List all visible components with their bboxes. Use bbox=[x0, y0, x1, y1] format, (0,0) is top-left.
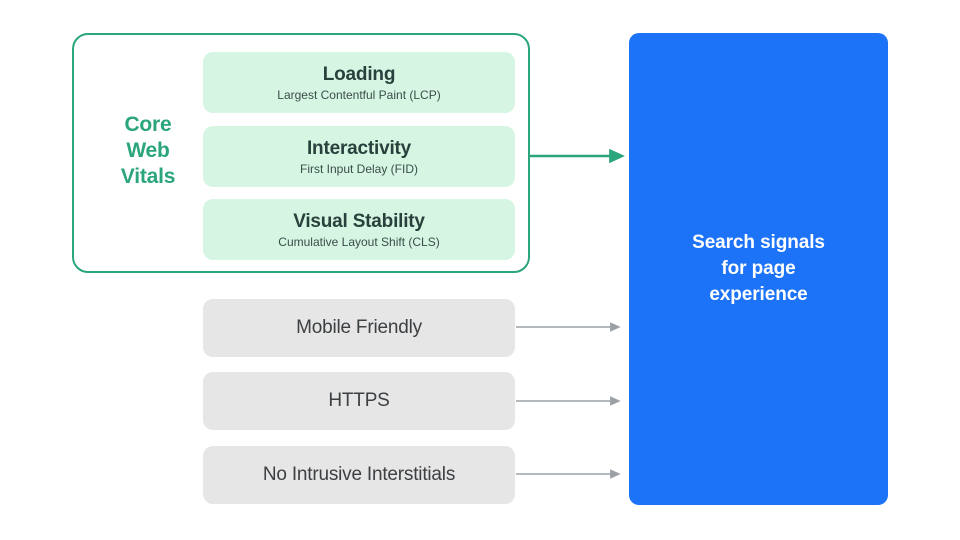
vital-title-interactivity: Interactivity bbox=[306, 137, 412, 159]
signal-label-https: HTTPS bbox=[328, 390, 390, 411]
signal-card-https[interactable]: HTTPS bbox=[203, 372, 515, 430]
signal-card-mobile-friendly[interactable]: Mobile Friendly bbox=[203, 299, 515, 357]
signal-card-no-intrusive-interstitials[interactable]: No Intrusive Interstitials bbox=[203, 446, 515, 504]
search-signals-text: Search signals for page experience bbox=[692, 232, 825, 305]
vital-title-loading: Loading bbox=[322, 63, 396, 85]
core-web-vitals-label: Core Web Vitals bbox=[100, 112, 196, 190]
vital-card-interactivity[interactable]: Interactivity First Input Delay (FID) bbox=[203, 126, 515, 187]
vital-subtitle-visual-stability: Cumulative Layout Shift (CLS) bbox=[278, 234, 440, 249]
core-web-vitals-label-line-1: Core bbox=[124, 113, 172, 136]
vital-card-loading[interactable]: Loading Largest Contentful Paint (LCP) bbox=[203, 52, 515, 113]
vital-title-visual-stability: Visual Stability bbox=[293, 210, 425, 232]
core-web-vitals-group bbox=[72, 33, 530, 273]
search-signals-box[interactable]: Search signals for page experience bbox=[629, 33, 888, 505]
vital-card-visual-stability[interactable]: Visual Stability Cumulative Layout Shift… bbox=[203, 199, 515, 260]
vital-subtitle-loading: Largest Contentful Paint (LCP) bbox=[277, 87, 441, 102]
signal-label-mobile-friendly: Mobile Friendly bbox=[296, 317, 422, 338]
signal-label-no-intrusive-interstitials: No Intrusive Interstitials bbox=[262, 464, 456, 485]
vital-subtitle-interactivity: First Input Delay (FID) bbox=[299, 161, 419, 176]
core-web-vitals-label-line-2: Web bbox=[126, 139, 170, 162]
core-web-vitals-label-line-3: Vitals bbox=[120, 165, 176, 188]
